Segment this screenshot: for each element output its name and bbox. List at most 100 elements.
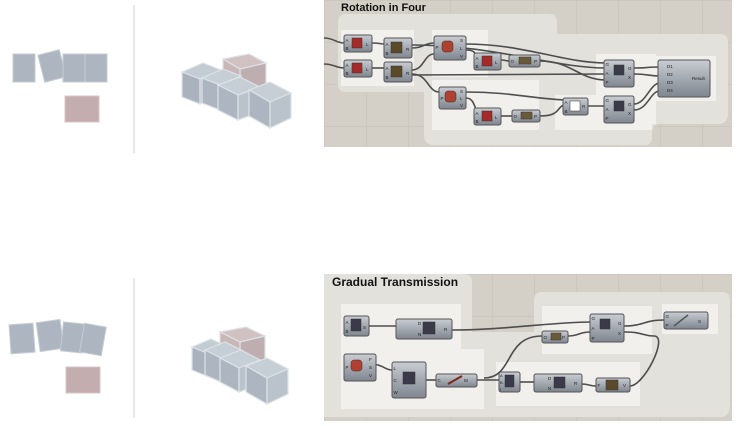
node-input-label: B [565, 109, 568, 114]
node-input-label: P [346, 365, 349, 370]
node-output-label: X [618, 331, 621, 336]
node-output-label: L [366, 42, 369, 47]
node-input-label: O [511, 59, 515, 64]
node-input-label: C [394, 378, 398, 383]
component-node[interactable]: O P [508, 54, 541, 68]
component-node[interactable]: G P S [663, 311, 709, 330]
node-output-label: L [495, 115, 498, 120]
node-input-label: D [418, 321, 422, 326]
component-node[interactable]: P S L V [433, 35, 467, 61]
blue-square [78, 322, 107, 357]
node-input-label: G [592, 316, 596, 321]
node-output-label: R [444, 327, 448, 332]
node-input-label: P [666, 323, 669, 328]
node-input-label: D1 [667, 64, 673, 69]
node-output-label: P [534, 59, 537, 64]
blue-square [8, 322, 36, 355]
squares-figure-bottom [8, 318, 107, 394]
node-input-label: D4 [667, 88, 673, 93]
node-input-label: D3 [667, 80, 673, 85]
node-output-label: P [534, 114, 537, 119]
grasshopper-canvas-bottom[interactable]: A B S D N R P F S V L C W [324, 274, 732, 421]
node-input-label: B [386, 75, 389, 80]
node-input-label: L [394, 366, 397, 371]
pink-square [65, 366, 101, 394]
node-graph-bottom: A B S D N R P F S V L C W [324, 274, 732, 421]
node-input-label: P [606, 80, 609, 85]
node-input-label: B [476, 64, 479, 69]
node-input-label: C [438, 378, 442, 383]
node-input-label: G [606, 98, 610, 103]
component-node[interactable]: A B R [562, 97, 589, 116]
node-input-label: A [386, 66, 389, 71]
node-output-label: S [369, 365, 372, 370]
node-input-label: A [346, 320, 349, 325]
component-node[interactable]: A B S [343, 315, 370, 337]
node-input-label: A [476, 111, 479, 116]
component-node[interactable]: P S L V [438, 86, 467, 110]
node-input-label: O [544, 335, 548, 340]
component-node[interactable]: A B R [383, 61, 413, 83]
node-input-label: F [598, 383, 601, 388]
component-node[interactable]: P F S V [343, 353, 377, 382]
component-node[interactable]: G A P G X [603, 95, 635, 124]
component-node[interactable]: O P [541, 330, 569, 344]
component-node[interactable]: D N R [533, 373, 583, 393]
node-input-label: A [476, 56, 479, 61]
node-input-label: D2 [667, 72, 673, 77]
node-output-label: L [366, 67, 369, 72]
component-node[interactable]: A B R [383, 37, 413, 59]
node-input-label: W [394, 390, 399, 395]
node-output-label: V [460, 103, 463, 108]
node-output-label: Result [692, 76, 706, 81]
node-input-label: I [500, 387, 501, 392]
node-input-label: P [441, 96, 444, 101]
node-input-label: B [476, 119, 479, 124]
node-output-label: M [464, 378, 468, 383]
node-input-label: A [346, 63, 349, 68]
node-input-label: N [548, 386, 551, 391]
node-input-label: B [346, 71, 349, 76]
component-node[interactable]: A B L [343, 34, 373, 53]
node-input-label: G [666, 314, 670, 319]
component-node[interactable]: A B L [473, 52, 502, 71]
node-output-label: X [628, 75, 631, 80]
node-output-label: X [628, 111, 631, 116]
component-node[interactable]: A B L [343, 59, 373, 78]
component-node[interactable]: F V [595, 377, 631, 393]
divider [133, 278, 135, 418]
component-node[interactable]: O P [511, 109, 541, 123]
node-input-label: P [592, 336, 595, 341]
node-output-label: V [623, 383, 626, 388]
node-input-label: A [500, 373, 503, 378]
node-input-label: P [436, 45, 439, 50]
pink-square [64, 95, 100, 123]
node-output-label: G [628, 102, 632, 107]
node-input-label: A [592, 326, 595, 331]
node-output-label: G [618, 321, 622, 326]
component-node[interactable]: C M [435, 373, 478, 388]
node-output-label: S [460, 89, 463, 94]
node-output-label: R [574, 381, 578, 386]
node-output-label: R [406, 71, 410, 76]
node-input-label: B [386, 51, 389, 56]
component-node[interactable]: G A P G X [589, 313, 625, 343]
component-node[interactable]: A B L [473, 107, 502, 126]
component-node[interactable]: D1 D2 D3 D4 Result [657, 59, 711, 98]
node-input-label: P [606, 116, 609, 121]
component-node[interactable]: L C W [391, 361, 427, 399]
component-node[interactable]: G A P G X [603, 59, 635, 88]
node-output-label: F [369, 357, 372, 362]
grasshopper-canvas-top[interactable]: A B L A B L A B R A B R P [324, 0, 732, 147]
blue-square [12, 53, 36, 83]
blue-square [62, 53, 86, 83]
divider [133, 5, 135, 153]
node-input-label: A [565, 100, 568, 105]
node-input-label: B [500, 380, 503, 385]
blue-square [37, 49, 67, 83]
node-output-label: L [460, 96, 463, 101]
component-node[interactable]: A B I [498, 371, 521, 393]
component-node[interactable]: D N R [395, 318, 453, 340]
node-input-label: B [346, 329, 349, 334]
node-output-label: V [460, 54, 463, 59]
